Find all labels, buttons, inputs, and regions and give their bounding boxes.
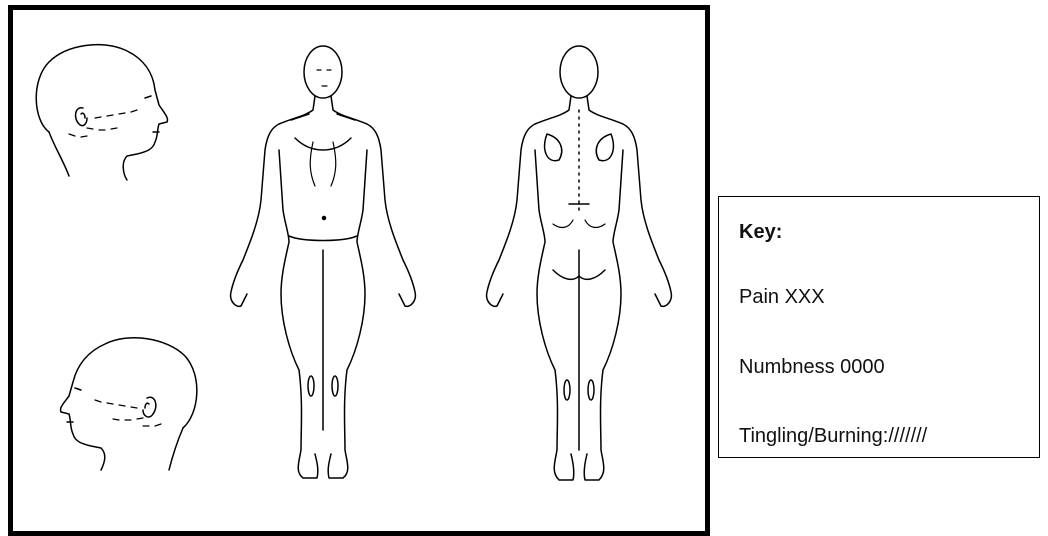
head-left-profile-icon [60, 338, 196, 470]
legend-item-tingling-burning: Tingling/Burning://///// [739, 425, 927, 448]
legend-title: Key: [739, 221, 782, 244]
legend-item-numbness: Numbness 0000 [739, 356, 885, 379]
body-back-icon [487, 46, 672, 480]
legend-item-pain: Pain XXX [739, 286, 825, 309]
body-chart-drawing [13, 10, 705, 531]
body-front-icon [231, 46, 416, 478]
body-chart-frame [8, 5, 710, 536]
head-right-profile-icon [36, 45, 167, 180]
legend-key-box: Key: Pain XXX Numbness 0000 Tingling/Bur… [718, 196, 1040, 458]
